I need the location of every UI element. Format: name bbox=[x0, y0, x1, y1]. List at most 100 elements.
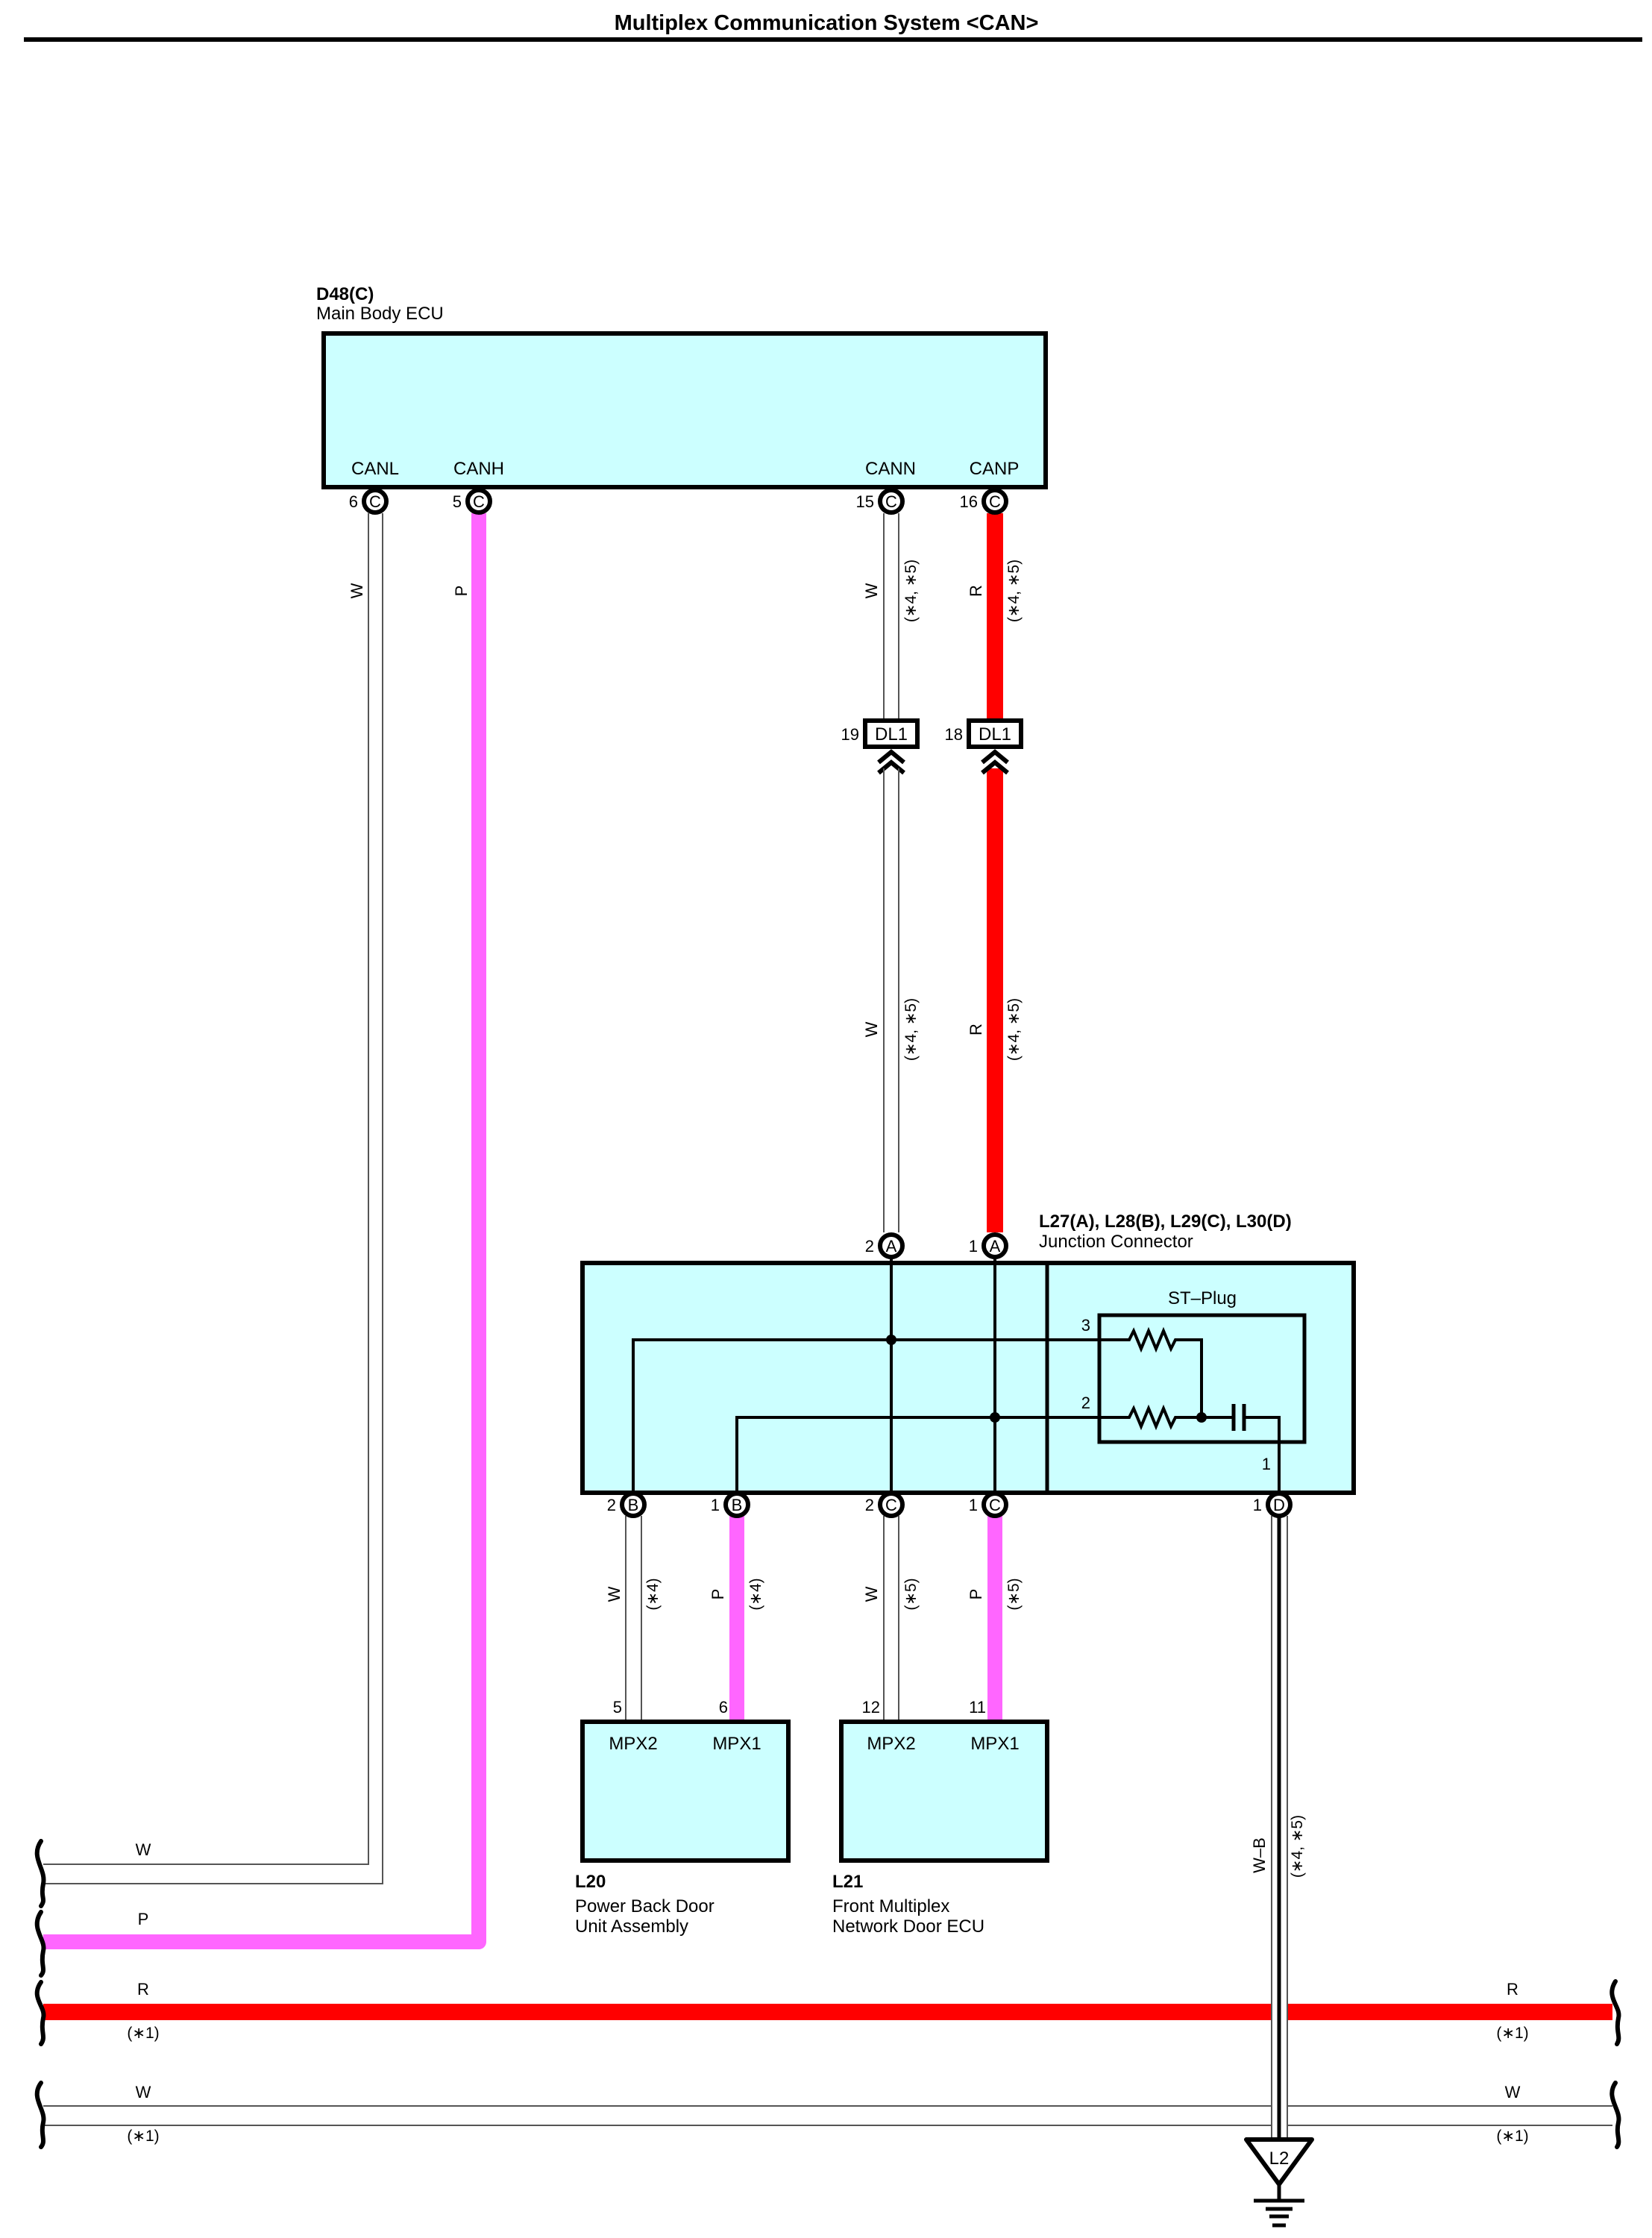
wire-cann-lower-note: (∗4, ∗5) bbox=[902, 998, 920, 1061]
ecu-pin-15: C 15 bbox=[856, 488, 905, 515]
svg-text:1: 1 bbox=[711, 1496, 720, 1514]
wire-cann-note: (∗4, ∗5) bbox=[902, 560, 920, 622]
l20-code: L20 bbox=[575, 1872, 606, 1892]
bus-w-upper-label: W bbox=[136, 1840, 151, 1859]
l20-box bbox=[580, 1720, 791, 1863]
wire-l21-mpx1-note: (∗5) bbox=[1005, 1578, 1023, 1610]
svg-text:5: 5 bbox=[453, 492, 462, 511]
bus-r-right-label: R bbox=[1507, 1980, 1518, 1999]
bus-p-label: P bbox=[138, 1910, 149, 1928]
ecu-pin-6: C 6 bbox=[349, 488, 389, 515]
svg-text:18: 18 bbox=[945, 725, 963, 744]
wire-l20-mpx1-note: (∗4) bbox=[747, 1578, 764, 1610]
svg-text:B: B bbox=[628, 1496, 639, 1514]
l21-terminal-mpx2: MPX2 bbox=[867, 1734, 915, 1754]
wire-break-icon bbox=[34, 1980, 46, 2046]
st-plug-box bbox=[1097, 1313, 1307, 1444]
junction-pin-1a: A 1 bbox=[969, 1232, 1008, 1259]
wire-canh-color: P bbox=[452, 586, 471, 597]
wire-cann-lower-color: W bbox=[862, 1021, 881, 1037]
wire-canl-outer bbox=[43, 513, 383, 1884]
l20-pin-5: 5 bbox=[613, 1698, 622, 1717]
wire-l20-mpx1-color: P bbox=[709, 1589, 727, 1600]
connector-chevron-icon bbox=[877, 749, 905, 775]
wire-l20-mpx2-color: W bbox=[605, 1586, 624, 1602]
main-ecu-name: Main Body ECU bbox=[316, 304, 444, 324]
bus-w-left-note: (∗1) bbox=[127, 2128, 159, 2145]
wire-break-icon bbox=[1609, 1979, 1621, 2046]
svg-text:6: 6 bbox=[349, 492, 358, 511]
capacitor-icon bbox=[1231, 1404, 1281, 1502]
svg-text:2: 2 bbox=[865, 1237, 874, 1256]
resistor-icon bbox=[1125, 1326, 1203, 1417]
junction-pin-2a: A 2 bbox=[865, 1232, 905, 1259]
main-ecu-box bbox=[321, 331, 1048, 489]
svg-text:1: 1 bbox=[1253, 1496, 1262, 1514]
wire-l21-mpx2-note: (∗5) bbox=[902, 1578, 920, 1610]
wire-cann-color: W bbox=[862, 583, 881, 598]
l21-box bbox=[839, 1720, 1049, 1863]
bus-r-left-label: R bbox=[137, 1980, 149, 1999]
wire-canp-color: R bbox=[967, 585, 985, 597]
svg-text:DL1: DL1 bbox=[875, 724, 908, 745]
wire-l21-mpx2-color: W bbox=[862, 1586, 881, 1602]
svg-text:C: C bbox=[989, 1496, 1001, 1514]
bus-w-left-label: W bbox=[136, 2083, 151, 2101]
resistor-icon bbox=[1125, 1404, 1234, 1431]
svg-text:L2: L2 bbox=[1269, 2148, 1290, 2169]
svg-text:1: 1 bbox=[969, 1496, 978, 1514]
l20-terminal-mpx1: MPX1 bbox=[712, 1734, 761, 1754]
svg-text:19: 19 bbox=[841, 725, 859, 744]
junction-pin-1c: C 1 bbox=[969, 1491, 1008, 1518]
l20-terminal-mpx2: MPX2 bbox=[609, 1734, 657, 1754]
title-rule bbox=[24, 37, 1642, 42]
junction-pin-2b: B 2 bbox=[607, 1491, 647, 1518]
bus-r-left-note: (∗1) bbox=[127, 2025, 159, 2042]
wire-canl-color: W bbox=[348, 583, 366, 598]
svg-text:C: C bbox=[885, 492, 897, 511]
svg-text:C: C bbox=[369, 492, 381, 511]
st-plug-pin-3: 3 bbox=[1081, 1316, 1090, 1335]
wire-break-icon bbox=[1609, 2081, 1621, 2149]
terminal-canp-label: CANP bbox=[970, 459, 1020, 479]
l20-pin-6: 6 bbox=[719, 1698, 728, 1717]
l20-name-1: Power Back Door bbox=[575, 1896, 714, 1916]
connector-chevron-icon bbox=[981, 749, 1009, 775]
l21-name-1: Front Multiplex bbox=[832, 1896, 949, 1916]
wire-canl bbox=[43, 513, 369, 1865]
splice-dot bbox=[990, 1412, 1000, 1423]
st-plug-label: ST–Plug bbox=[1168, 1288, 1237, 1308]
junction-box bbox=[580, 1261, 1356, 1495]
dlc-connector-18: DL1 18 bbox=[945, 718, 1023, 749]
svg-text:C: C bbox=[885, 1496, 897, 1514]
svg-text:A: A bbox=[990, 1237, 1001, 1256]
junction-pin-1b: B 1 bbox=[711, 1491, 750, 1518]
svg-text:C: C bbox=[989, 492, 1001, 511]
svg-text:DL1: DL1 bbox=[979, 724, 1011, 745]
svg-text:C: C bbox=[473, 492, 485, 511]
wire-canp-lower-note: (∗4, ∗5) bbox=[1005, 998, 1023, 1061]
st-plug-pin-1: 1 bbox=[1262, 1455, 1271, 1473]
l21-terminal-mpx1: MPX1 bbox=[970, 1734, 1019, 1754]
l21-pin-12: 12 bbox=[862, 1698, 880, 1717]
terminal-canl-label: CANL bbox=[351, 459, 399, 479]
svg-text:B: B bbox=[732, 1496, 743, 1514]
wire-l20-mpx2-note: (∗4) bbox=[644, 1578, 662, 1610]
wire-canh bbox=[43, 513, 486, 1949]
junction-pin-2c: C 2 bbox=[865, 1491, 905, 1518]
page-title: Multiplex Communication System <CAN> bbox=[615, 11, 1039, 35]
bus-w-right-label: W bbox=[1505, 2083, 1521, 2101]
splice-dot bbox=[886, 1335, 896, 1345]
l21-pin-11: 11 bbox=[969, 1698, 986, 1717]
svg-text:2: 2 bbox=[607, 1496, 616, 1514]
svg-text:2: 2 bbox=[865, 1496, 874, 1514]
junction-pin-1d: D 1 bbox=[1253, 1491, 1293, 1518]
junction-code: L27(A), L28(B), L29(C), L30(D) bbox=[1039, 1212, 1292, 1232]
wire-canp-note: (∗4, ∗5) bbox=[1005, 560, 1023, 622]
svg-text:16: 16 bbox=[960, 492, 978, 511]
junction-name: Junction Connector bbox=[1039, 1232, 1193, 1252]
wire-break-icon bbox=[34, 1910, 46, 1978]
ecu-pin-16: C 16 bbox=[960, 488, 1008, 515]
ground-wire-note: (∗4, ∗5) bbox=[1289, 1815, 1306, 1878]
